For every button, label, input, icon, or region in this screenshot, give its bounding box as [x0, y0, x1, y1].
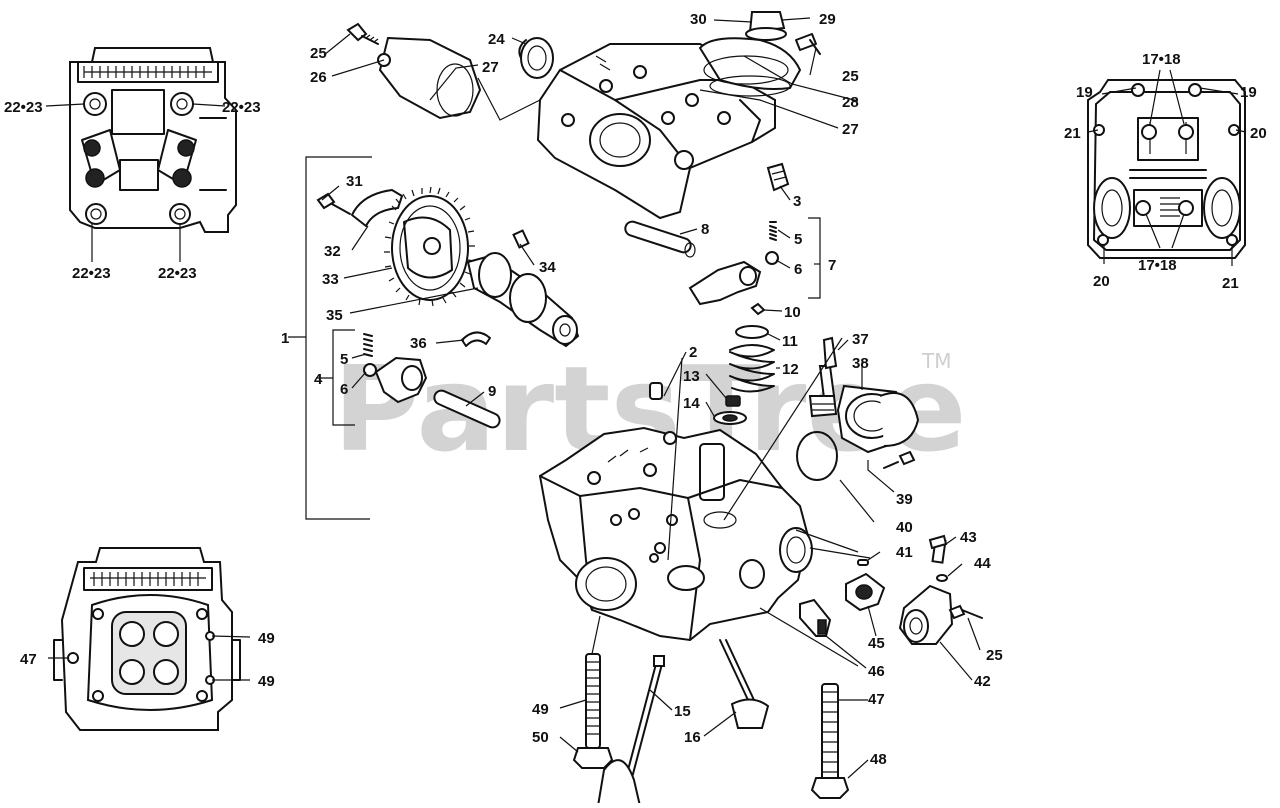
valve-cover: [536, 43, 776, 220]
callout-49-stud: 49: [532, 701, 549, 718]
callout-36: 36: [410, 335, 427, 352]
callout-49-lower: 49: [258, 673, 275, 690]
callout-21-bottom: 21: [1222, 275, 1239, 292]
callout-31: 31: [346, 173, 363, 190]
callout-7: 7: [828, 257, 836, 274]
callout-27-left: 27: [482, 59, 499, 76]
callout-34: 34: [539, 259, 556, 276]
callout-35: 35: [326, 307, 343, 324]
callout-19-right: 19: [1240, 84, 1257, 101]
callout-5-right: 5: [794, 231, 802, 248]
studs: [572, 653, 850, 799]
callout-46: 46: [868, 663, 885, 680]
callout-40: 40: [896, 519, 913, 536]
cylinder-head-main: [538, 426, 813, 642]
callout-3: 3: [793, 193, 801, 210]
side-components: [799, 534, 983, 645]
callout-43: 43: [960, 529, 977, 546]
callout-16: 16: [684, 729, 701, 746]
cylinder-head-top-view-left: [69, 47, 237, 233]
callout-15: 15: [674, 703, 691, 720]
valves: [596, 639, 770, 808]
callout-45: 45: [868, 635, 885, 652]
cylinder-head-bottom-view: [53, 547, 241, 731]
callout-12: 12: [782, 361, 799, 378]
callout-20-right: 20: [1250, 125, 1267, 142]
bracket-1: [305, 156, 372, 520]
callout-13: 13: [683, 368, 700, 385]
callout-27-right: 27: [842, 121, 859, 138]
callout-50: 50: [532, 729, 549, 746]
callout-4: 4: [314, 371, 323, 388]
callout-22-23-top-right: 22•23: [222, 99, 261, 116]
bracket-7: [808, 217, 821, 299]
callout-25-right: 25: [842, 68, 859, 85]
callout-2: 2: [689, 344, 697, 361]
dowel-2: [649, 382, 663, 400]
callout-47-left: 47: [20, 651, 37, 668]
callout-8: 8: [701, 221, 709, 238]
callout-20-bottom: 20: [1093, 273, 1110, 290]
callout-28: 28: [842, 94, 859, 111]
callout-22-23-top-left: 22•23: [4, 99, 43, 116]
callout-6-left: 6: [340, 381, 348, 398]
callout-37: 37: [852, 331, 869, 348]
callout-29: 29: [819, 11, 836, 28]
callout-44: 44: [974, 555, 991, 572]
cam-cover-26: [346, 22, 482, 120]
callout-9: 9: [488, 383, 496, 400]
spark-plug-37: [808, 336, 838, 418]
breather-assembly: [698, 11, 821, 97]
callout-22-23-bottom-right: 22•23: [158, 265, 197, 282]
valve-spring-group: [713, 325, 775, 425]
callout-24: 24: [488, 31, 505, 48]
callout-39: 39: [896, 491, 913, 508]
callout-30: 30: [690, 11, 707, 28]
leader-lines: [45, 17, 1247, 779]
plug-3: [766, 162, 790, 192]
callout-1: 1: [281, 330, 289, 347]
callout-47-right: 47: [868, 691, 885, 708]
callout-19-left: 19: [1076, 84, 1093, 101]
callout-11: 11: [782, 333, 798, 350]
callout-38: 38: [852, 355, 869, 372]
callout-21-left: 21: [1064, 125, 1081, 142]
callout-26: 26: [310, 69, 327, 86]
callout-25-bottom: 25: [986, 647, 1003, 664]
seal-24: [518, 37, 554, 79]
callout-17-18-bottom: 17•18: [1138, 257, 1177, 274]
callout-48: 48: [870, 751, 887, 768]
callout-33: 33: [322, 271, 339, 288]
camshaft-group: [316, 186, 580, 348]
callout-6-right: 6: [794, 261, 802, 278]
callout-41: 41: [896, 544, 913, 561]
callout-14: 14: [683, 395, 700, 412]
cylinder-head-top-view-right: [1087, 79, 1246, 259]
rocker-arm-right: [624, 220, 779, 316]
callout-17-18-top: 17•18: [1142, 51, 1181, 68]
callout-10: 10: [784, 304, 801, 321]
callout-42: 42: [974, 673, 991, 690]
callout-labels: 1 2 3 4 5 5 6 6 7 8 9 10 11 12 13 14 15 …: [4, 11, 1267, 768]
callout-22-23-bottom-left: 22•23: [72, 265, 111, 282]
callout-25-top: 25: [310, 45, 327, 62]
callout-49-upper: 49: [258, 630, 275, 647]
intake-adapter: [796, 384, 920, 481]
watermark-trademark: TM: [921, 349, 951, 373]
callout-5-left: 5: [340, 351, 348, 368]
callout-32: 32: [324, 243, 341, 260]
